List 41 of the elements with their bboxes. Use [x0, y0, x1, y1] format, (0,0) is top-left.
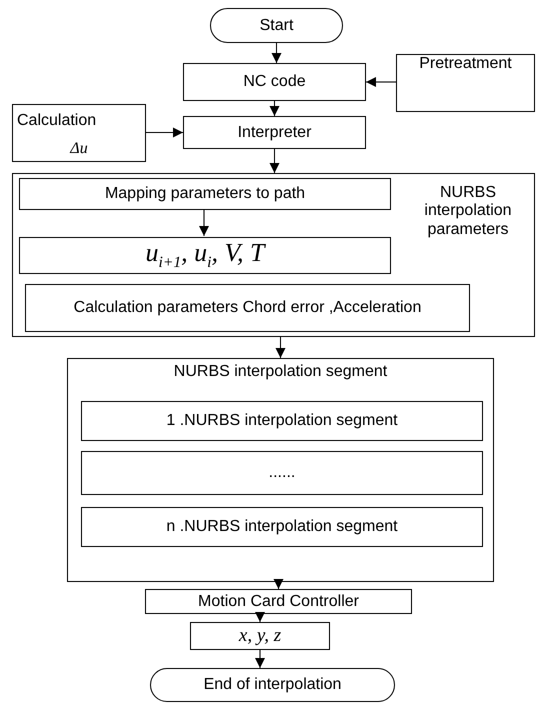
- node-text: Mapping parameters to path: [104, 185, 306, 203]
- arrow: [272, 42, 282, 64]
- process-box: [81, 401, 483, 441]
- arrow: [270, 148, 280, 174]
- node-text: NURBS interpolation segment: [174, 363, 388, 380]
- node-text: n .NURBS interpolation segment: [166, 518, 398, 536]
- process-box: [81, 507, 483, 547]
- process-box: [396, 54, 535, 112]
- group-box: [12, 173, 535, 337]
- arrow: [276, 336, 286, 358]
- node-text: End of interpolation: [204, 676, 342, 694]
- arrow: [146, 128, 184, 138]
- node-text: Δu: [70, 140, 88, 158]
- process-box: [12, 104, 146, 162]
- process-box: [19, 237, 391, 274]
- node-text: ......: [268, 464, 296, 482]
- node-text: NURBS interpolation parameters: [423, 184, 513, 240]
- process-box: [183, 63, 366, 101]
- arrow: [255, 612, 265, 622]
- node-text: 1 .NURBS interpolation segment: [166, 412, 398, 430]
- process-box: [145, 589, 412, 614]
- node-text: Motion Card Controller: [198, 592, 359, 610]
- arrow: [255, 650, 265, 668]
- node-text: Calculation parameters Chord error ,Acceleration: [74, 299, 422, 317]
- process-box: [183, 116, 366, 149]
- arrow: [366, 77, 396, 87]
- arrow: [270, 100, 280, 116]
- node-text: Pretreatment: [419, 55, 512, 72]
- group-box: [67, 358, 494, 582]
- node-text: u$_{i+1}$, u$_{i}$, V, T: [146, 238, 264, 272]
- process-box: [81, 451, 483, 495]
- node-text: Start: [260, 16, 294, 34]
- process-box: [19, 178, 391, 210]
- arrow: [274, 579, 284, 590]
- process-box: [190, 622, 330, 650]
- node-text: Calculation: [17, 112, 96, 130]
- node-text: NC code: [243, 73, 306, 91]
- process-box: [25, 284, 470, 332]
- arrow: [199, 208, 209, 236]
- node-text: x, y, z: [238, 626, 282, 646]
- node-text: Interpreter: [238, 124, 312, 142]
